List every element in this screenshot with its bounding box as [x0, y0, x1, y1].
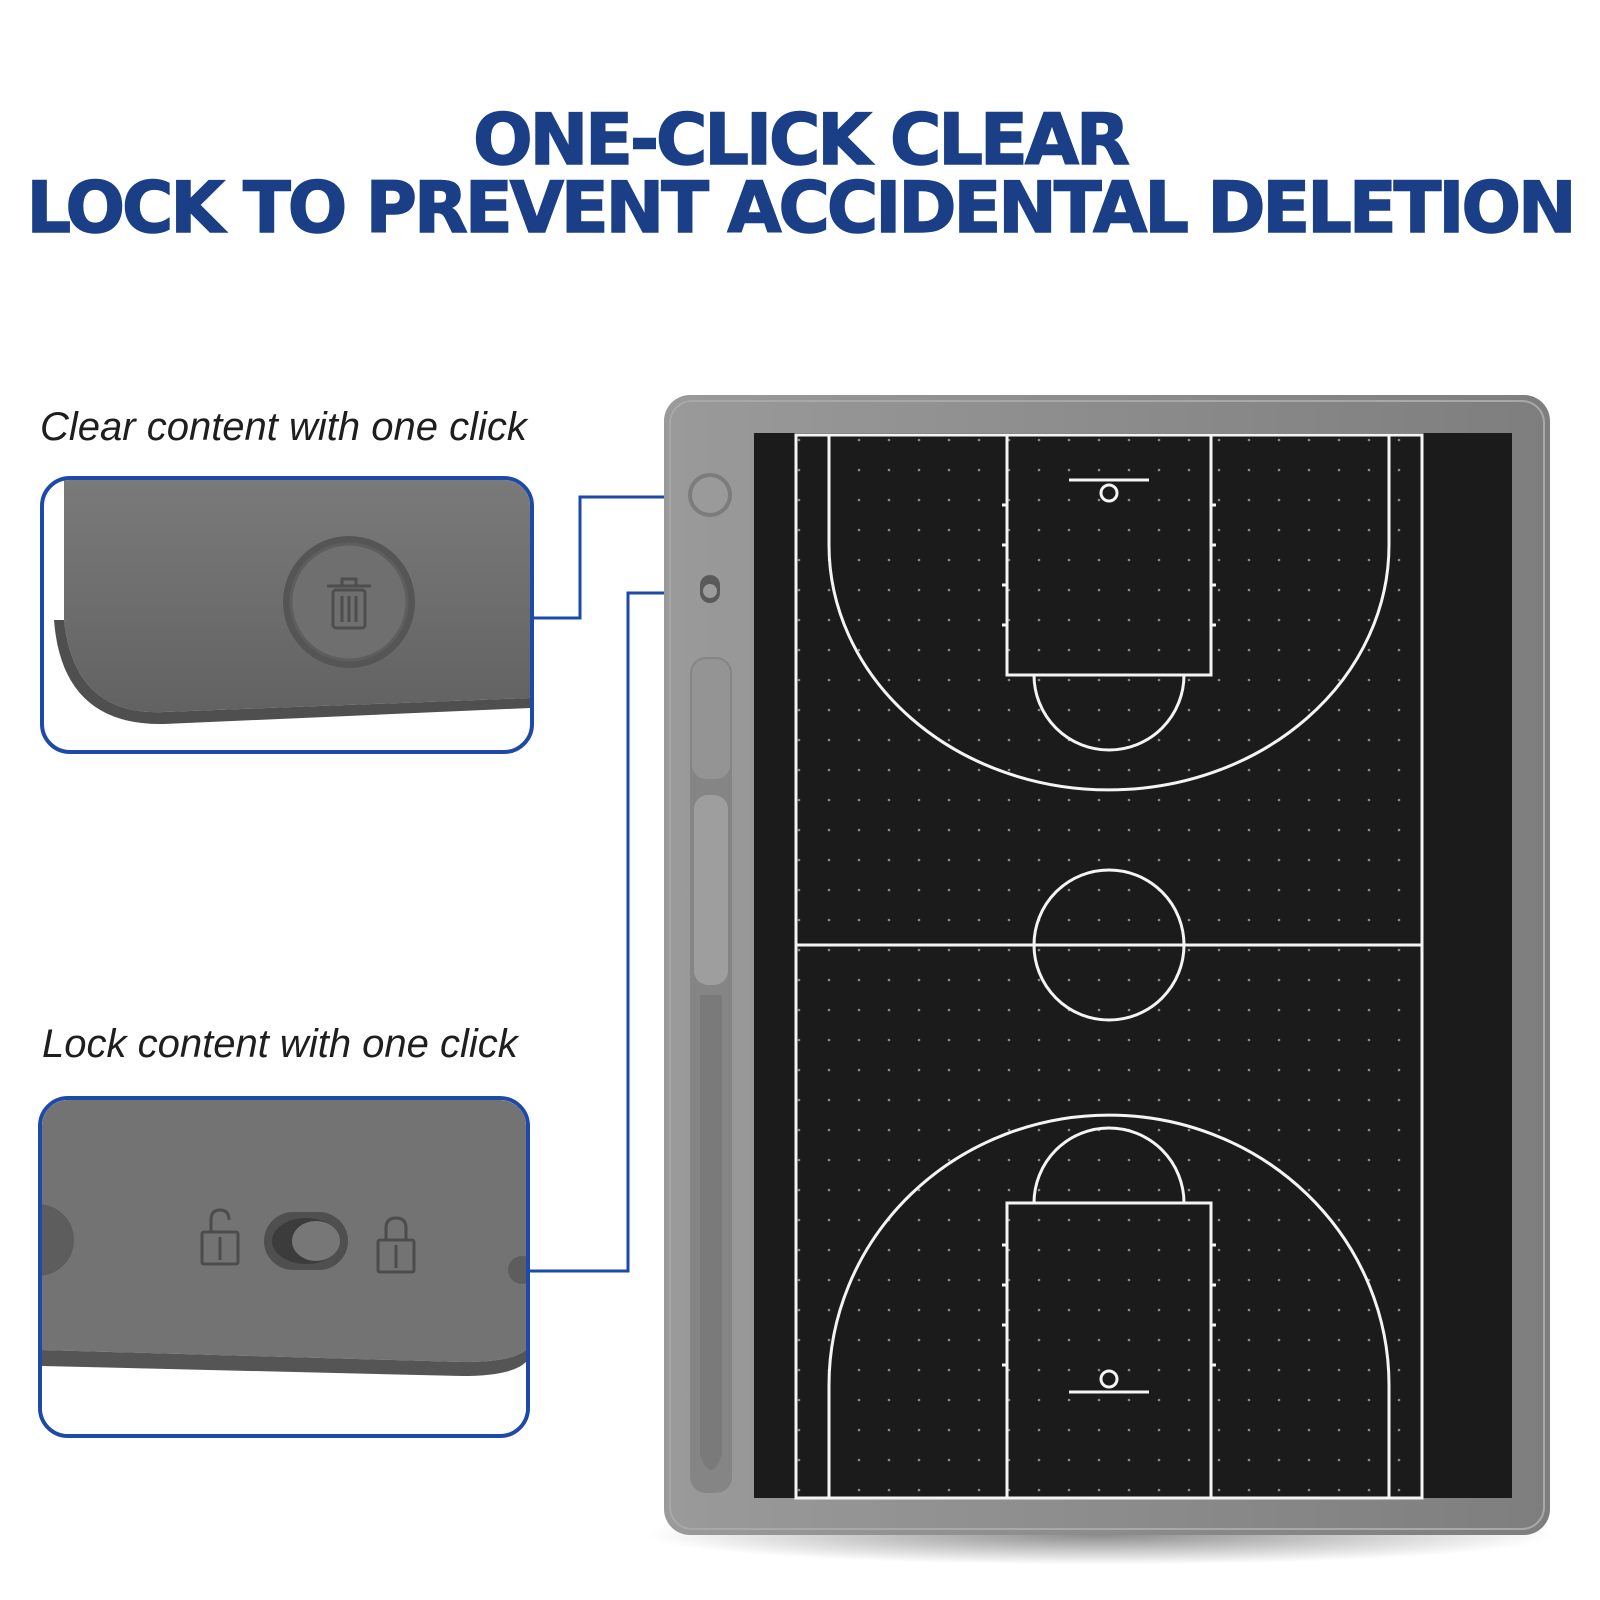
clear-button-edge: [42, 1204, 74, 1276]
lock-slider-switch[interactable]: [264, 1212, 348, 1270]
clear-button-closeup: [40, 476, 534, 754]
lock-closeup-art: [42, 1100, 526, 1434]
lock-caption: Lock content with one click: [42, 1022, 518, 1066]
tablet-lock-switch[interactable]: [700, 575, 720, 603]
lcd-writing-tablet: [664, 395, 1550, 1535]
headline-line-1: ONE-CLICK CLEAR: [472, 99, 1130, 181]
basketball-court: [794, 433, 1424, 1500]
clear-closeup-art: [54, 480, 530, 725]
lock-switch-closeup: [38, 1096, 530, 1438]
unlock-icon: [200, 1208, 240, 1266]
headline-line-2: LOCK TO PREVENT ACCIDENTAL DELETION: [26, 167, 1578, 249]
clear-connector-line: [534, 495, 692, 620]
lock-icon: [376, 1216, 416, 1274]
clear-caption: Clear content with one click: [40, 405, 527, 449]
tablet-clear-button[interactable]: [688, 473, 732, 517]
stylus-clip[interactable]: [694, 795, 728, 985]
stylus-pen[interactable]: [700, 995, 722, 1470]
trash-icon: [327, 577, 371, 630]
